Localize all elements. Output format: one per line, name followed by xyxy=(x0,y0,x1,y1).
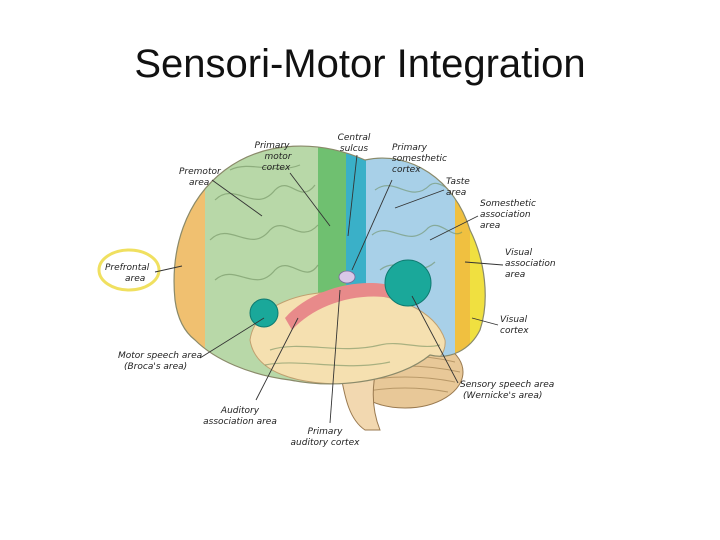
brain-outline xyxy=(173,145,486,385)
label-sensory-speech-area: Sensory speech area(Wernicke's area) xyxy=(460,380,554,401)
wernickes-area xyxy=(384,259,432,307)
slide-title: Sensori-Motor Integration xyxy=(134,42,586,86)
region-visual-cortex xyxy=(470,146,486,384)
brocas-area xyxy=(249,298,279,328)
brainstem xyxy=(339,369,381,431)
region-auditory-cortex xyxy=(285,283,392,330)
gyri-texture xyxy=(209,164,463,367)
leader-lines xyxy=(154,154,504,424)
label-motor-speech-area: Motor speech area(Broca's area) xyxy=(118,351,202,372)
taste-area xyxy=(338,270,356,284)
prefrontal-highlight xyxy=(97,248,161,292)
